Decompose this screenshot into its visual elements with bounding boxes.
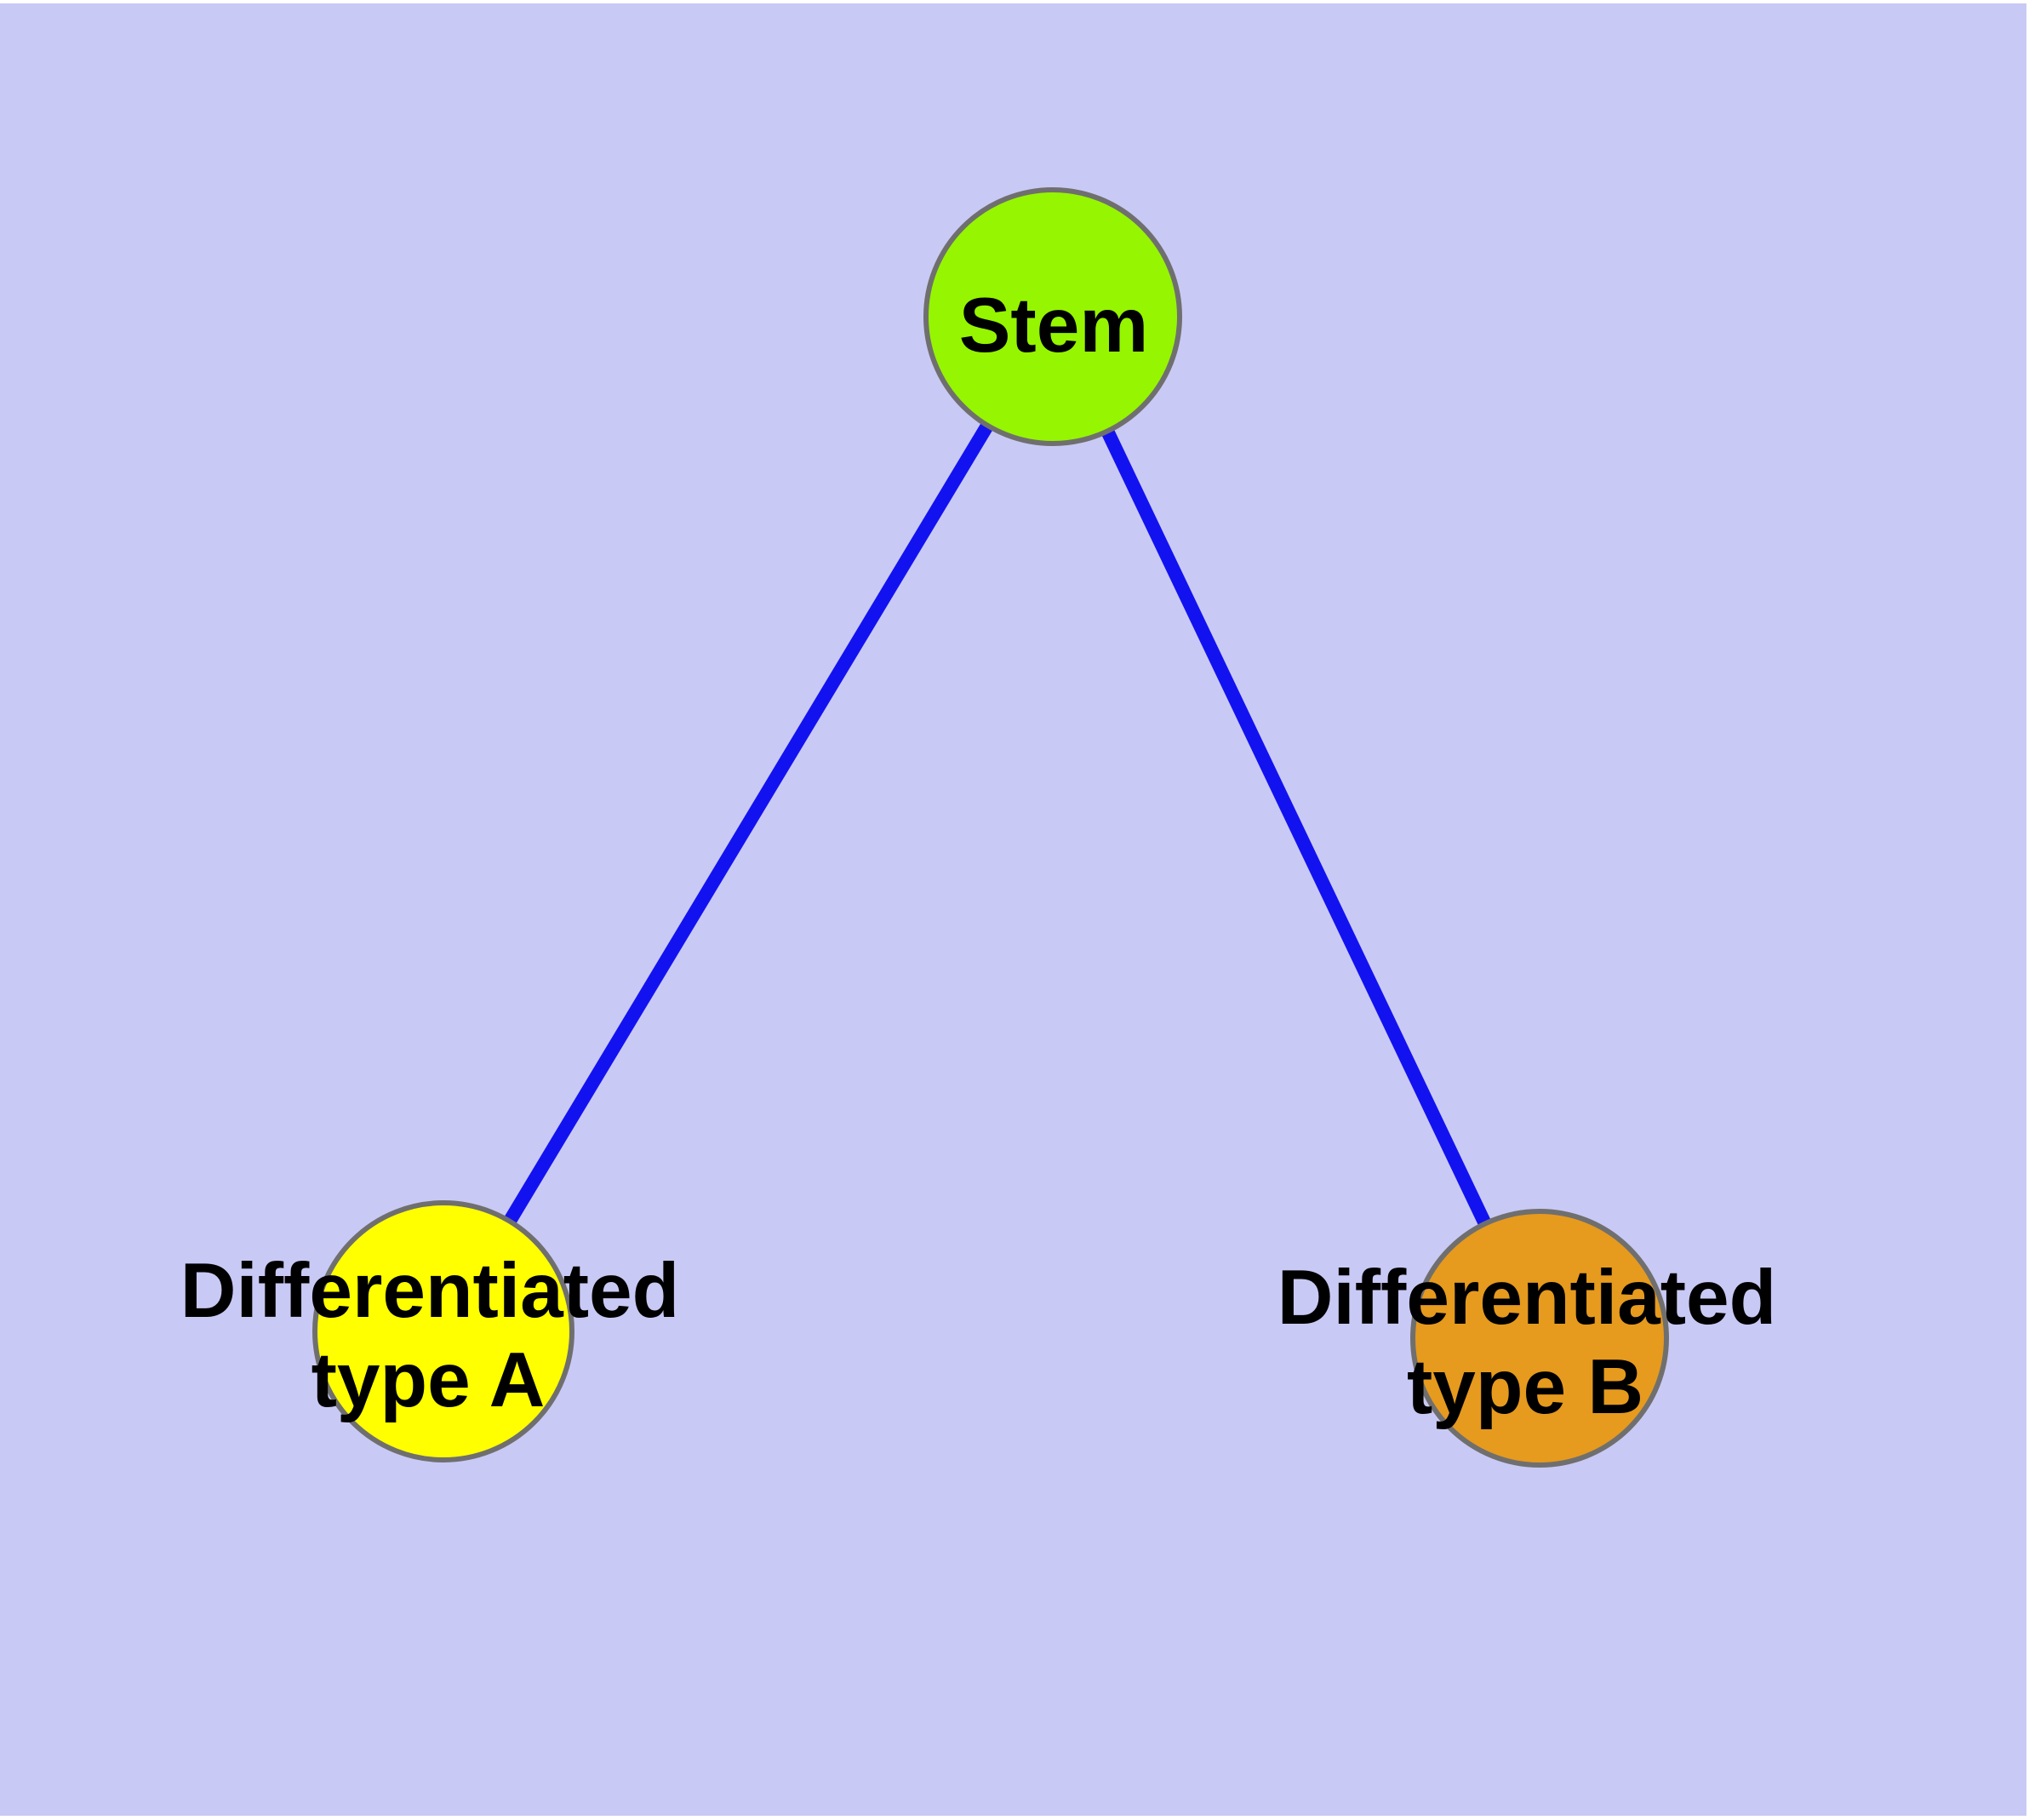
node-type-a-label-line2: type A (311, 1337, 546, 1423)
node-stem[interactable] (923, 187, 1182, 446)
node-stem-label: Stem (959, 283, 1149, 369)
node-type-b-label-line1: Differentiated (1277, 1255, 1777, 1341)
node-type-b-label-line2: type B (1407, 1344, 1643, 1430)
edge-stem-to-type-a[interactable] (437, 312, 1059, 1336)
node-differentiated-type-a[interactable] (312, 1200, 574, 1462)
node-type-a-label-line1: Differentiated (180, 1248, 680, 1334)
edge-stem-to-type-b[interactable] (1046, 313, 1546, 1342)
node-differentiated-type-b[interactable] (1410, 1209, 1669, 1468)
